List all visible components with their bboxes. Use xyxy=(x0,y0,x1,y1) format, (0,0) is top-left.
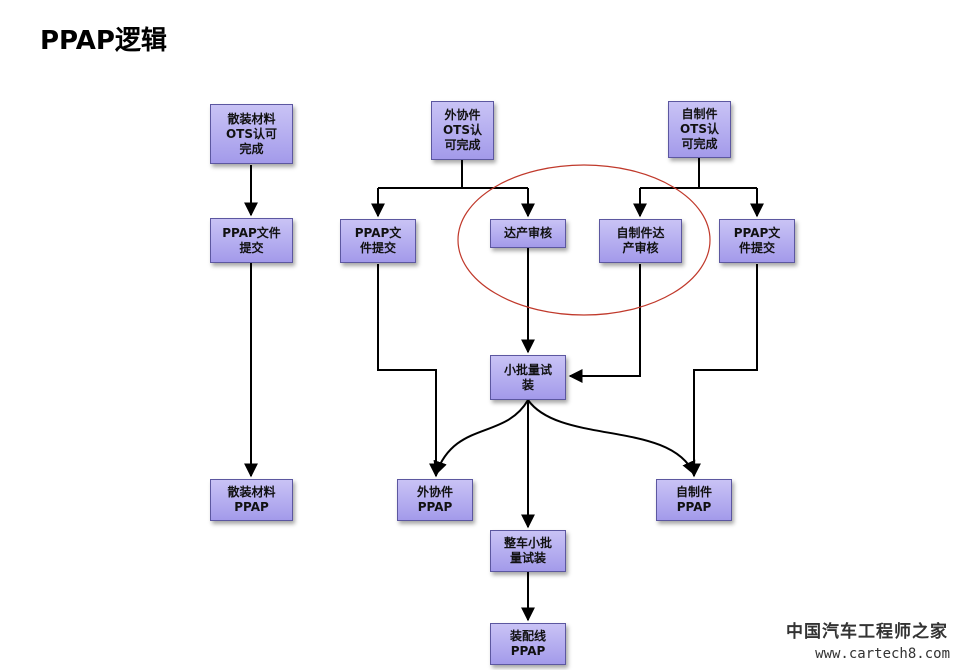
node-out-capacity: 达产审核 xyxy=(490,219,566,248)
watermark-brand: 中国汽车工程师之家 xyxy=(786,622,948,642)
node-out-submit: PPAP文 件提交 xyxy=(340,219,416,263)
node-out-ppap: 外协件 PPAP xyxy=(397,479,473,521)
curve-trial-to-self-ppap xyxy=(527,399,696,476)
node-bulk-submit: PPAP文件 提交 xyxy=(210,218,293,263)
page-title: PPAP逻辑 xyxy=(40,26,167,56)
node-self-ppap: 自制件 PPAP xyxy=(656,479,732,521)
node-out-ots: 外协件 OTS认 可完成 xyxy=(431,101,494,160)
node-self-capacity: 自制件达 产审核 xyxy=(599,219,682,263)
node-line-ppap: 装配线 PPAP xyxy=(490,623,566,665)
node-self-ots: 自制件 OTS认 可完成 xyxy=(668,101,731,158)
highlight-ellipse xyxy=(457,164,711,316)
arrow-self-submit-to-ppap xyxy=(687,264,758,478)
node-small-trial: 小批量试 装 xyxy=(490,355,566,400)
node-self-submit: PPAP文 件提交 xyxy=(719,219,795,263)
watermark-url: www.cartech8.com xyxy=(815,646,950,662)
node-bulk-ots: 散装材料 OTS认可 完成 xyxy=(210,104,293,164)
node-vehicle-trial: 整车小批 量试装 xyxy=(490,530,566,572)
arrow-out-submit-to-ppap xyxy=(377,264,443,478)
arrow-self-capacity-to-trial xyxy=(568,264,641,383)
node-bulk-ppap: 散装材料 PPAP xyxy=(210,479,293,521)
curve-trial-to-out-ppap xyxy=(433,399,529,476)
